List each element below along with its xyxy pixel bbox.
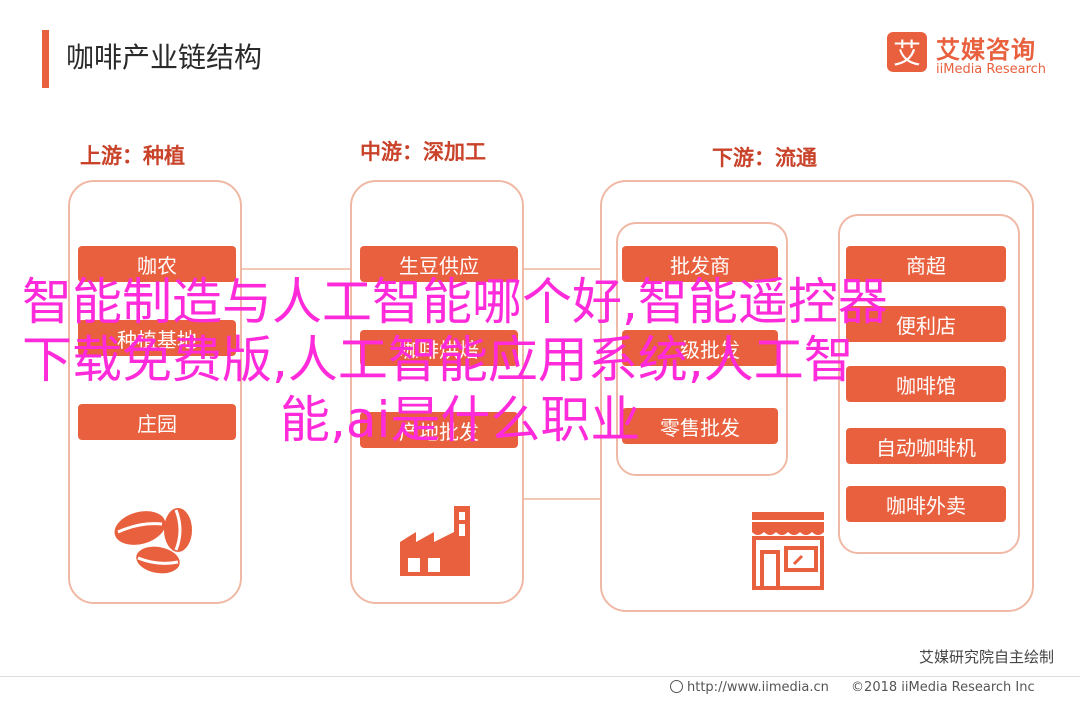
wholesale-item: 零售批发 [622, 408, 778, 444]
midstream-item: 咖啡烘焙 [360, 330, 518, 366]
overlay-text-line: 智能制造与人工智能哪个好,智能遥控器 [22, 273, 888, 331]
upstream-item: 庄园 [78, 404, 236, 440]
title-accent-bar [42, 30, 49, 88]
shop-icon [752, 512, 824, 590]
logo-name: 艾媒咨询 [936, 36, 1036, 64]
source-note: 艾媒研究院自主绘制 [918, 648, 1054, 666]
wholesale-item: 二级批发 [622, 330, 778, 366]
retail-item: 商超 [846, 246, 1006, 282]
overlay-text-line: 下载免费版,人工智能应用系统,人工智 [22, 331, 854, 389]
footer-divider [0, 676, 1080, 677]
page-title: 咖啡产业链结构 [66, 41, 263, 74]
iimedia-logo-icon: 艾 [887, 32, 927, 72]
coffee-beans-icon [114, 508, 192, 574]
connector-line [520, 268, 600, 270]
connector-line [238, 268, 358, 270]
footer-copyright: ©2018 iiMedia Research Inc [851, 680, 1035, 695]
retail-item: 咖啡馆 [846, 366, 1006, 402]
upstream-item: 种植基地 [78, 320, 236, 356]
downstream-label: 下游：流通 [712, 145, 817, 170]
upstream-label: 上游：种植 [80, 143, 185, 168]
retail-item: 自动咖啡机 [846, 428, 1006, 464]
logo-english-name: iiMedia Research [936, 62, 1047, 77]
midstream-label: 中游：深加工 [360, 139, 486, 164]
midstream-item: 生豆供应 [360, 246, 518, 282]
retail-item: 便利店 [846, 306, 1006, 342]
factory-icon [400, 506, 470, 576]
logo-mark: 艾 [892, 37, 921, 70]
retail-item: 咖啡外卖 [846, 486, 1006, 522]
midstream-item: 产地批发 [360, 412, 518, 448]
upstream-item: 咖农 [78, 246, 236, 282]
globe-icon [670, 680, 683, 693]
overlay-text-line: 能,ai是什么职业 [280, 391, 641, 449]
footer: http://www.iimedia.cn ©2018 iiMedia Rese… [670, 680, 1035, 695]
footer-url[interactable]: http://www.iimedia.cn [687, 680, 829, 695]
wholesale-item: 批发商 [622, 246, 778, 282]
